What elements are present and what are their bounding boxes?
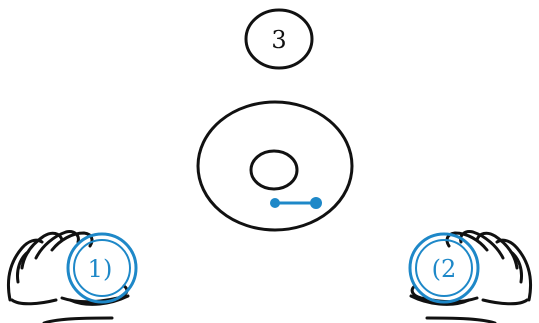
top-circle-number: 3 — [271, 26, 286, 54]
right-hand-group: (2 — [410, 232, 531, 323]
dumbbell-icon — [270, 197, 322, 209]
outer-disc — [198, 102, 352, 230]
right-hand-number: (2 — [432, 255, 457, 283]
top-circle-group: 3 — [246, 10, 312, 68]
left-hand-number: 1) — [88, 255, 113, 283]
left-hand-group: 1) — [9, 232, 137, 323]
center-disc-group — [198, 102, 352, 230]
inner-hole — [251, 151, 297, 189]
